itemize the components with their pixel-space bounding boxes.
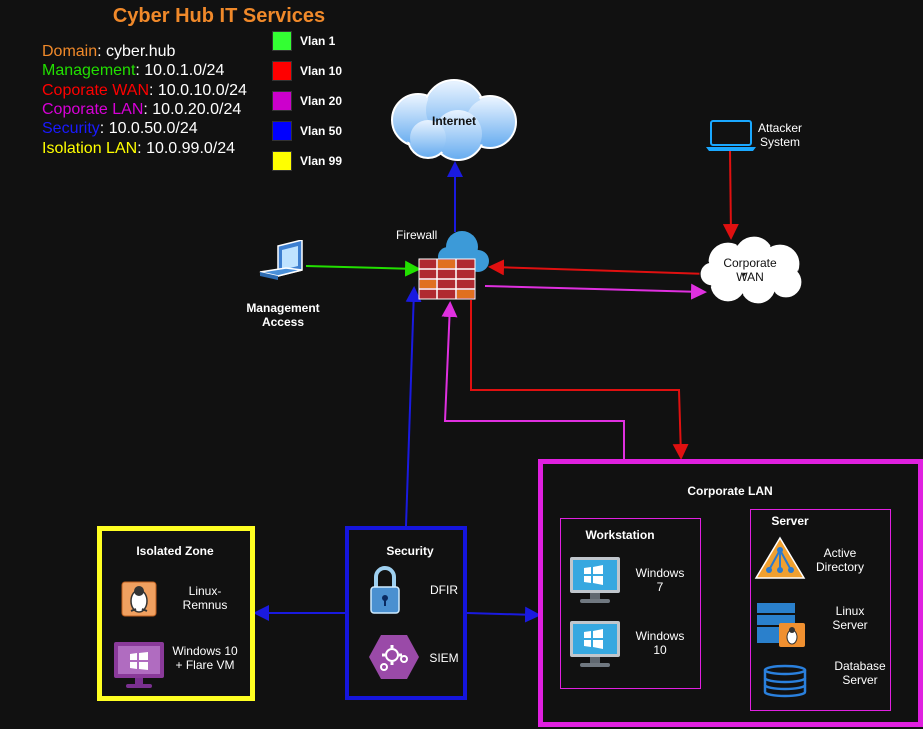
firewall-to-lan-link: [470, 300, 689, 460]
info-separator: :: [149, 81, 158, 99]
database-server-label: Database Server: [834, 659, 886, 687]
isolated-zone-box: [97, 526, 255, 701]
linux-remnus-label: Linux-Remnus: [182, 584, 228, 612]
linux-server-icon: [757, 603, 805, 647]
info-line-1: Management: 10.0.1.0/24: [42, 62, 224, 80]
info-separator: :: [97, 43, 107, 60]
info-key: Coporate WAN: [42, 81, 149, 99]
siem-label: SIEM: [429, 651, 459, 665]
vlan-swatch: [272, 151, 292, 171]
attacker-laptop-icon: [706, 120, 756, 151]
windows10-label: Windows 10: [635, 629, 685, 657]
info-value: 10.0.10.0/24: [157, 81, 247, 99]
vlan-swatch: [272, 61, 292, 81]
internet-label: Internet: [431, 114, 476, 128]
laptop-icon: [259, 240, 303, 280]
active-directory-icon: [754, 536, 806, 579]
info-separator: :: [143, 100, 153, 118]
server-box: [750, 509, 891, 711]
firewall-icon: [418, 231, 489, 300]
info-value: cyber.hub: [106, 43, 176, 60]
info-value: 10.0.1.0/24: [144, 62, 225, 80]
corporate-wan-label: Corporate WAN: [723, 256, 777, 284]
info-value: 10.0.50.0/24: [108, 120, 198, 138]
info-line-2: Coporate WAN: 10.0.10.0/24: [42, 82, 247, 100]
security-to-firewall-link: [405, 286, 422, 527]
wan-to-firewall-link: [488, 259, 709, 276]
workstation-box: [560, 518, 701, 689]
info-line-5: Isolation LAN: 10.0.99.0/24: [42, 140, 235, 158]
info-separator: :: [135, 62, 145, 80]
management-label: Management Access: [246, 301, 320, 329]
vlan-swatch: [272, 31, 292, 51]
siem-gear-icon: [369, 635, 419, 679]
vlan-label: Vlan 1: [300, 34, 336, 48]
info-separator: :: [99, 120, 109, 138]
vlan-label: Vlan 99: [300, 154, 343, 168]
page-title: Cyber Hub IT Services: [112, 5, 326, 27]
info-separator: :: [137, 139, 147, 157]
info-key: Domain: [42, 43, 98, 60]
isolated-zone-title: Isolated Zone: [136, 544, 214, 558]
vlan-swatch: [272, 121, 292, 141]
database-icon: [763, 664, 807, 698]
windows10-monitor-icon: [570, 621, 620, 667]
server-title: Server: [771, 514, 809, 528]
info-key: Coporate LAN: [42, 100, 144, 118]
vlan-swatch: [272, 91, 292, 111]
info-key: Management: [42, 62, 136, 80]
internet-cloud-icon: [391, 79, 517, 161]
attacker-link: [722, 149, 739, 240]
dfir-label: DFIR: [430, 583, 458, 597]
security-zone-box: [345, 526, 467, 700]
vlan-label: Vlan 50: [300, 124, 343, 138]
active-directory-label: Active Directory: [815, 546, 864, 574]
windows10-flare-label: Windows 10 + Flare VM: [172, 644, 238, 672]
windows7-monitor-icon: [570, 557, 620, 603]
security-zone-title: Security: [386, 544, 434, 558]
info-key: Security: [42, 120, 100, 138]
attacker-label: Attacker System: [757, 121, 802, 149]
vlan-label: Vlan 10: [300, 64, 343, 78]
security-to-lan-link: [466, 606, 541, 623]
info-line-4: Security: 10.0.50.0/24: [42, 120, 198, 138]
info-line-3: Coporate LAN: 10.0.20.0/24: [42, 101, 241, 119]
management-link: [305, 260, 421, 277]
info-value: 10.0.20.0/24: [152, 100, 242, 118]
windows7-label: Windows 7: [635, 566, 685, 594]
linux-server-label: Linux Server: [832, 604, 868, 632]
corporate-wan-cloud-icon: [699, 235, 803, 304]
windows-monitor-icon: [114, 642, 164, 688]
info-line-0: Domain: cyber.hub: [42, 43, 175, 61]
linux-icon: [121, 581, 157, 617]
corporate-lan-title: Corporate LAN: [687, 484, 773, 498]
corporate-lan-box: [538, 459, 923, 727]
firewall-to-wan-link: [484, 283, 707, 300]
info-value: 10.0.99.0/24: [146, 139, 236, 157]
lock-icon: [370, 566, 400, 614]
workstation-title: Workstation: [585, 528, 655, 542]
info-key: Isolation LAN: [42, 139, 138, 157]
lan-to-firewall-link: [441, 301, 625, 460]
vlan-label: Vlan 20: [300, 94, 343, 108]
firewall-label: Firewall: [396, 228, 438, 242]
